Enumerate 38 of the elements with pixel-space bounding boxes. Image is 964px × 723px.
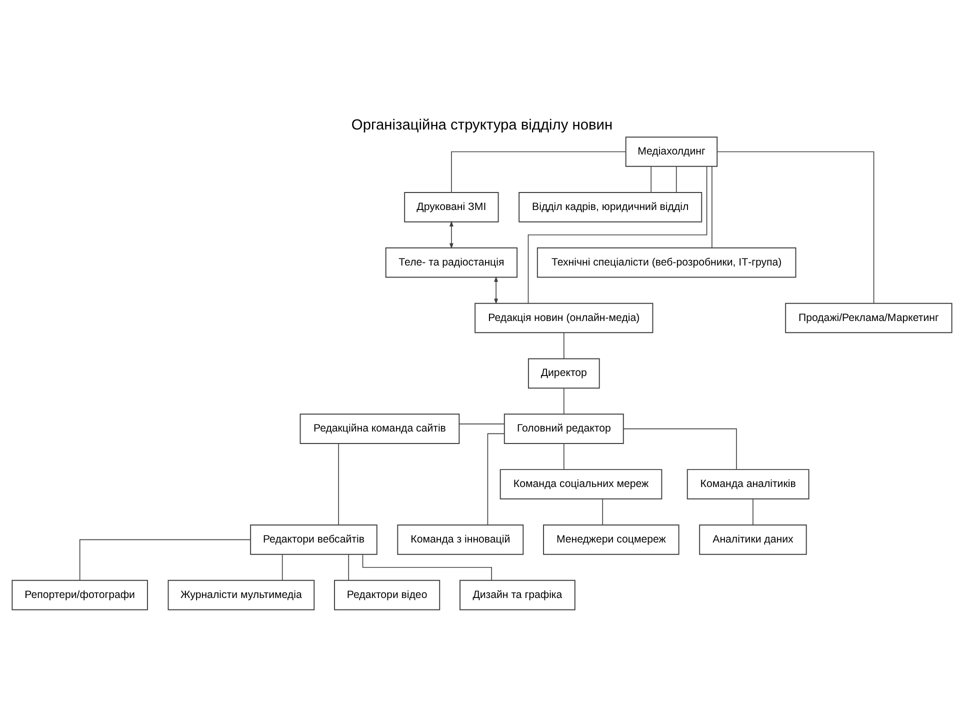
- node-box: Аналітики даних: [699, 524, 807, 554]
- node-box: Редактори вебсайтів: [250, 524, 378, 554]
- arrow: [449, 220, 454, 248]
- node-box: Редактори відео: [334, 579, 440, 610]
- node-box: Редакція новин (онлайн-медіа): [474, 302, 654, 333]
- node-box: Друковані ЗМІ: [404, 192, 499, 222]
- node-box: Команда соціальних мереж: [500, 468, 662, 499]
- node-box: Медіахолдинг: [625, 136, 718, 166]
- node-box: Репортери/фотографи: [12, 579, 148, 610]
- node-box: Команда аналітиків: [686, 468, 810, 499]
- node-box: Продажі/Реклама/Маркетинг: [785, 302, 952, 333]
- connector: [676, 166, 677, 192]
- arrow: [494, 276, 498, 304]
- node-box: Технічні спеціалісти (веб-розробники, ІТ-група): [536, 246, 796, 278]
- connector: [459, 423, 505, 424]
- connector: [487, 432, 505, 525]
- connector: [79, 538, 251, 580]
- node-box: Команда з інновацій: [397, 524, 524, 554]
- diagram-title: Організаційна структура відділу новин: [351, 116, 613, 133]
- node-box: Журналісти мультимедіа: [168, 579, 315, 610]
- connector: [623, 428, 737, 470]
- connector: [716, 150, 874, 304]
- node-box: Директор: [528, 358, 600, 388]
- connector: [602, 498, 604, 525]
- connector: [752, 498, 754, 525]
- connector: [650, 166, 652, 192]
- node-box: Менеджери соцмереж: [543, 524, 680, 554]
- connector: [282, 554, 283, 580]
- connector: [451, 150, 626, 192]
- connector: [348, 554, 350, 580]
- node-box: Головний редактор: [504, 413, 624, 444]
- connector: [362, 554, 492, 580]
- node-box: Редакційна команда сайтів: [300, 413, 460, 444]
- connector: [338, 442, 339, 525]
- node-box: Дизайн та графіка: [460, 579, 576, 610]
- connector: [528, 166, 708, 304]
- node-box: Теле- та радіостанція: [385, 246, 518, 278]
- node-box: Відділ кадрів, юридичний відділ: [518, 192, 702, 222]
